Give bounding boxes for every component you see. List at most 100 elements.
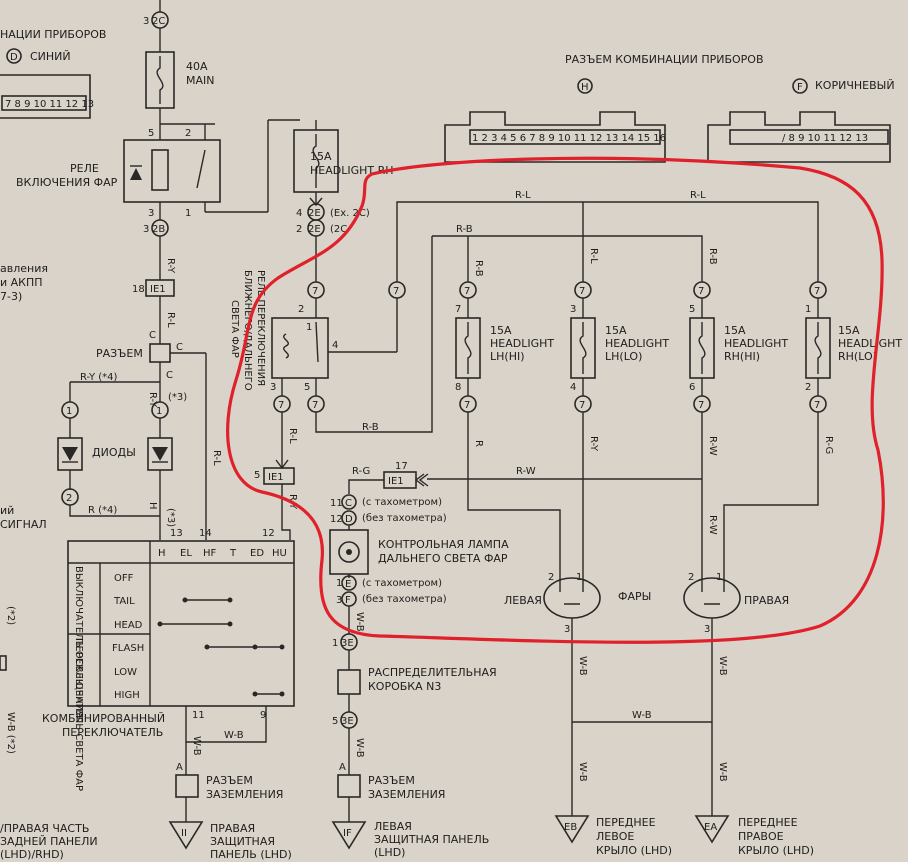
gnd-if-connector xyxy=(337,774,361,798)
wire-switch-gnd xyxy=(185,706,267,743)
contact-dot xyxy=(227,597,233,603)
fuse-hlrh-element xyxy=(312,134,320,188)
wire-rb-bus xyxy=(432,235,703,282)
junction-box-n3 xyxy=(337,669,361,695)
fuse-lh-lo-pin-top: 3 xyxy=(570,304,576,315)
fuse-rh-lo-rating: 15A xyxy=(838,324,860,337)
hf-relay-switch xyxy=(315,321,319,363)
junction-wire-rl: R-L xyxy=(211,450,222,466)
ie1-mid-num: 5 xyxy=(254,470,260,481)
ind-label-2: ДАЛЬНЕГО СВЕТА ФАР xyxy=(378,552,508,565)
wire-rl-bus xyxy=(396,201,819,282)
wire-lh-hi-down xyxy=(467,412,561,575)
ind-label-1: КОНТРОЛЬНАЯ ЛАМПА xyxy=(378,538,509,551)
fuse-lh-lo-name1: HEADLIGHT xyxy=(605,337,669,350)
gnd-ea-wire: W-B xyxy=(717,762,728,782)
gnd-ea-desc-2: ПРАВОЕ xyxy=(738,830,784,843)
hf-relay-wire-rl: R-L xyxy=(287,428,298,444)
fuse-rh-hi-rating: 15A xyxy=(724,324,746,337)
hl-right-pin3: 3 xyxy=(704,624,710,635)
ie1-mid-label: IE1 xyxy=(268,472,284,483)
fuse-rh-lo-element xyxy=(814,322,822,374)
left-partial-3: 7-3) xyxy=(0,290,22,303)
connector-d-body xyxy=(0,74,91,119)
wire-rh-lo-down xyxy=(723,412,819,575)
connector-f-color: КОРИЧНЕВЫЙ xyxy=(815,79,895,92)
switch-col-5: HU xyxy=(272,548,287,559)
ie1-right-num: 17 xyxy=(395,461,408,472)
hlrh-row2-conn: 2E xyxy=(308,224,321,235)
diodes-note3b: (*3) xyxy=(165,508,176,527)
highlight-outline xyxy=(226,156,885,644)
gnd-ea-desc-1: ПЕРЕДНЕЕ xyxy=(738,816,798,829)
ind-pin1: 1 xyxy=(336,578,342,589)
connector-h-pins: 1 2 3 4 5 6 7 8 9 10 11 12 13 14 15 16 xyxy=(472,133,666,144)
indicator-bulb xyxy=(338,541,360,563)
far-left-note-b: W-B (*2) xyxy=(5,712,16,754)
fuse-rh-hi-conn-bot-label: 7 xyxy=(698,400,704,411)
relay-label-2: ВКЛЮЧЕНИЯ ФАР xyxy=(16,176,118,189)
connector-f-pin-row xyxy=(729,129,889,145)
switch-col-4: ED xyxy=(250,548,264,559)
hl-left-pin1: 1 xyxy=(576,572,582,583)
gnd-ii-desc-3: ПАНЕЛЬ (LHD) xyxy=(210,848,292,861)
wire-rl-label: R-L xyxy=(165,312,176,328)
fuse-rh-hi-pin-bot: 6 xyxy=(689,382,695,393)
hf-relay-pin-3: 3 xyxy=(270,382,276,393)
hf-relay-conn-3: 7 xyxy=(278,400,284,411)
switch-pin-13: 13 xyxy=(170,528,183,539)
fuse-rh-lo-wire-bot: R-G xyxy=(823,436,834,454)
connector-d-color: СИНИЙ xyxy=(30,50,71,63)
hl-left-pin2: 2 xyxy=(548,572,554,583)
switch-row-4: LOW xyxy=(114,667,137,678)
left-partial-1: авления xyxy=(0,262,48,275)
ind-wire-wb: W-B xyxy=(354,612,365,632)
fuse-rh-hi-pin-top: 5 xyxy=(689,304,695,315)
hl-right-label: ПРАВАЯ xyxy=(744,594,789,607)
contact-dot xyxy=(279,644,285,650)
hlrh-row1-pin: 4 xyxy=(296,208,302,219)
top-wire-rb-1: R-B xyxy=(456,224,473,235)
left-partial-2: и АКПП xyxy=(0,276,43,289)
relay-label-1: РЕЛЕ xyxy=(70,162,99,175)
junction-c3: C xyxy=(166,370,173,381)
switch-label-1: КОМБИНИРОВАННЫЙ xyxy=(42,712,165,725)
main-fuse-rating: 40A xyxy=(186,60,208,73)
ind-e: E xyxy=(345,579,351,590)
switch-row-5: HIGH xyxy=(114,690,140,701)
switch-row-3: FLASH xyxy=(112,643,144,654)
top-wire-rl-2: R-L xyxy=(690,190,706,201)
relay-diode xyxy=(130,168,142,180)
connector-h-body xyxy=(444,111,666,163)
far-left-box xyxy=(0,655,7,671)
hf-relay-pin-2: 2 xyxy=(298,304,304,315)
headlight-relay xyxy=(123,139,221,203)
switch-col-1: EL xyxy=(180,548,192,559)
ie1-right-label: IE1 xyxy=(388,476,404,487)
fuse-lh-lo: R-L 7 3 15A HEADLIGHT LH(LO) 4 7 R-Y xyxy=(570,248,669,452)
fuse-lh-lo-conn-bot-label: 7 xyxy=(579,400,585,411)
fuse-rh-hi-name2: RH(HI) xyxy=(724,350,760,363)
hlrh-row2-note: (2C xyxy=(330,224,347,235)
ind-f: F xyxy=(345,595,351,606)
left-partial-4: ий xyxy=(0,504,14,517)
fuse-40a-element xyxy=(156,56,164,104)
junction-label: РАЗЪЕМ xyxy=(96,347,143,360)
ind-conn-c xyxy=(341,494,357,510)
gnd-if-desc-1: ЛЕВАЯ xyxy=(374,820,412,833)
hl-right-pin1: 1 xyxy=(716,572,722,583)
hl-left-label: ЛЕВАЯ xyxy=(504,594,542,607)
fuse-lh-hi-pin-bot: 8 xyxy=(455,382,461,393)
fuse-lh-lo-wire-bot: R-Y xyxy=(588,436,599,452)
connector-f-marker xyxy=(792,78,808,94)
indicator-bulb-dot xyxy=(346,549,352,555)
connector-f-pins: / 8 9 10 11 12 13 xyxy=(782,133,868,144)
switch-col-0: H xyxy=(158,548,166,559)
fuse-lh-lo-conn-top-label: 7 xyxy=(579,286,585,297)
relay-2b-pin: 3 xyxy=(143,224,149,235)
gnd-if-label-2: ЗАЗЕМЛЕНИЯ xyxy=(368,788,445,801)
fuse-rh-hi: R-B 7 5 15A HEADLIGHT RH(HI) 6 7 R-W xyxy=(689,248,788,456)
gnd-ea-desc-3: КРЫЛО (LHD) xyxy=(738,844,814,857)
diodes-label: ДИОДЫ xyxy=(92,446,136,459)
ind-f-note: (без тахометра) xyxy=(362,594,447,605)
